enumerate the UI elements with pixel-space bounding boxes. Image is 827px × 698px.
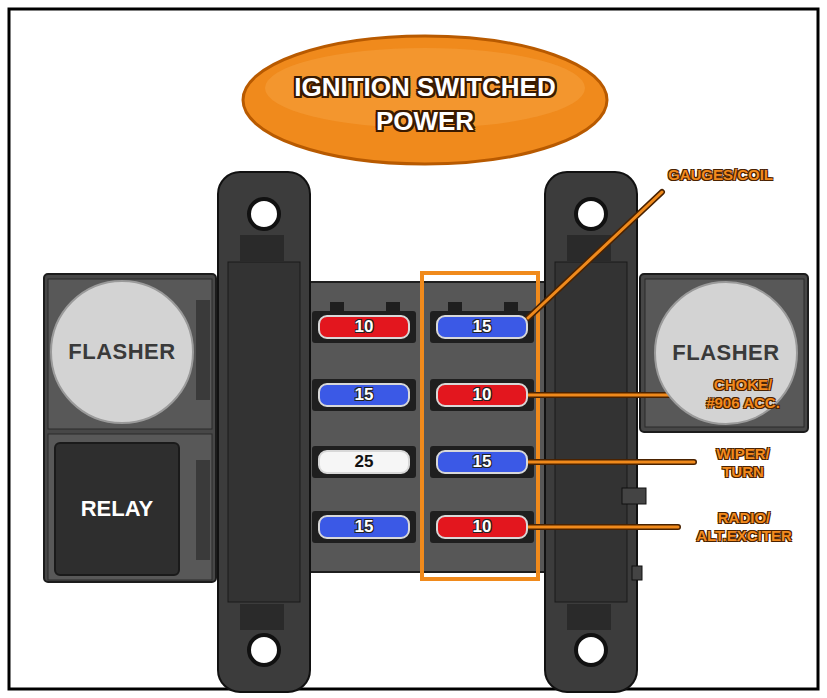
- fuse: 15: [436, 450, 528, 474]
- title-text: IGNITION SWITCHED POWER: [260, 70, 590, 138]
- module-label: RELAY: [81, 496, 154, 522]
- relay-box: RELAY: [54, 442, 180, 576]
- callout-label: GAUGES/COIL: [668, 166, 773, 184]
- flasher-socket: [48, 279, 212, 429]
- fuse: 10: [436, 383, 528, 407]
- callout-label: WIPER/ TURN: [700, 445, 786, 481]
- module-label: FLASHER: [672, 340, 779, 366]
- highlight-box: [422, 273, 538, 579]
- fuse-rating: 15: [352, 386, 377, 404]
- fuse: 25: [318, 450, 410, 474]
- fuse: 15: [436, 315, 528, 339]
- fuse-rating: 10: [352, 318, 377, 336]
- mounting-bracket: [218, 172, 310, 692]
- fuse-panel: [304, 282, 550, 572]
- fuse: 10: [318, 315, 410, 339]
- flasher-socket: [645, 279, 804, 427]
- callout-label: CHOKE/ #906 ACC.: [700, 376, 786, 412]
- fuse: 15: [318, 383, 410, 407]
- fuse-rating: 15: [470, 453, 495, 471]
- relay-socket: [48, 434, 212, 580]
- module-label: FLASHER: [68, 339, 175, 365]
- fuse-rating: 10: [470, 518, 495, 536]
- fuse: 15: [318, 515, 410, 539]
- fuse-rating: 15: [352, 518, 377, 536]
- fuse-rating: 10: [470, 386, 495, 404]
- fuse-rating: 25: [352, 453, 377, 471]
- title-oval: [243, 36, 607, 164]
- mounting-bracket: [545, 172, 646, 692]
- fuse: 10: [436, 515, 528, 539]
- right-housing: [640, 274, 808, 432]
- housing-clip: [196, 460, 210, 560]
- left-housing: [44, 274, 216, 582]
- callout-label: RADIO/ ALT.EXCITER: [684, 509, 804, 545]
- fuse-rating: 15: [470, 318, 495, 336]
- frame: [9, 9, 818, 689]
- flasher-module: FLASHER: [50, 280, 194, 424]
- housing-clip: [196, 300, 210, 400]
